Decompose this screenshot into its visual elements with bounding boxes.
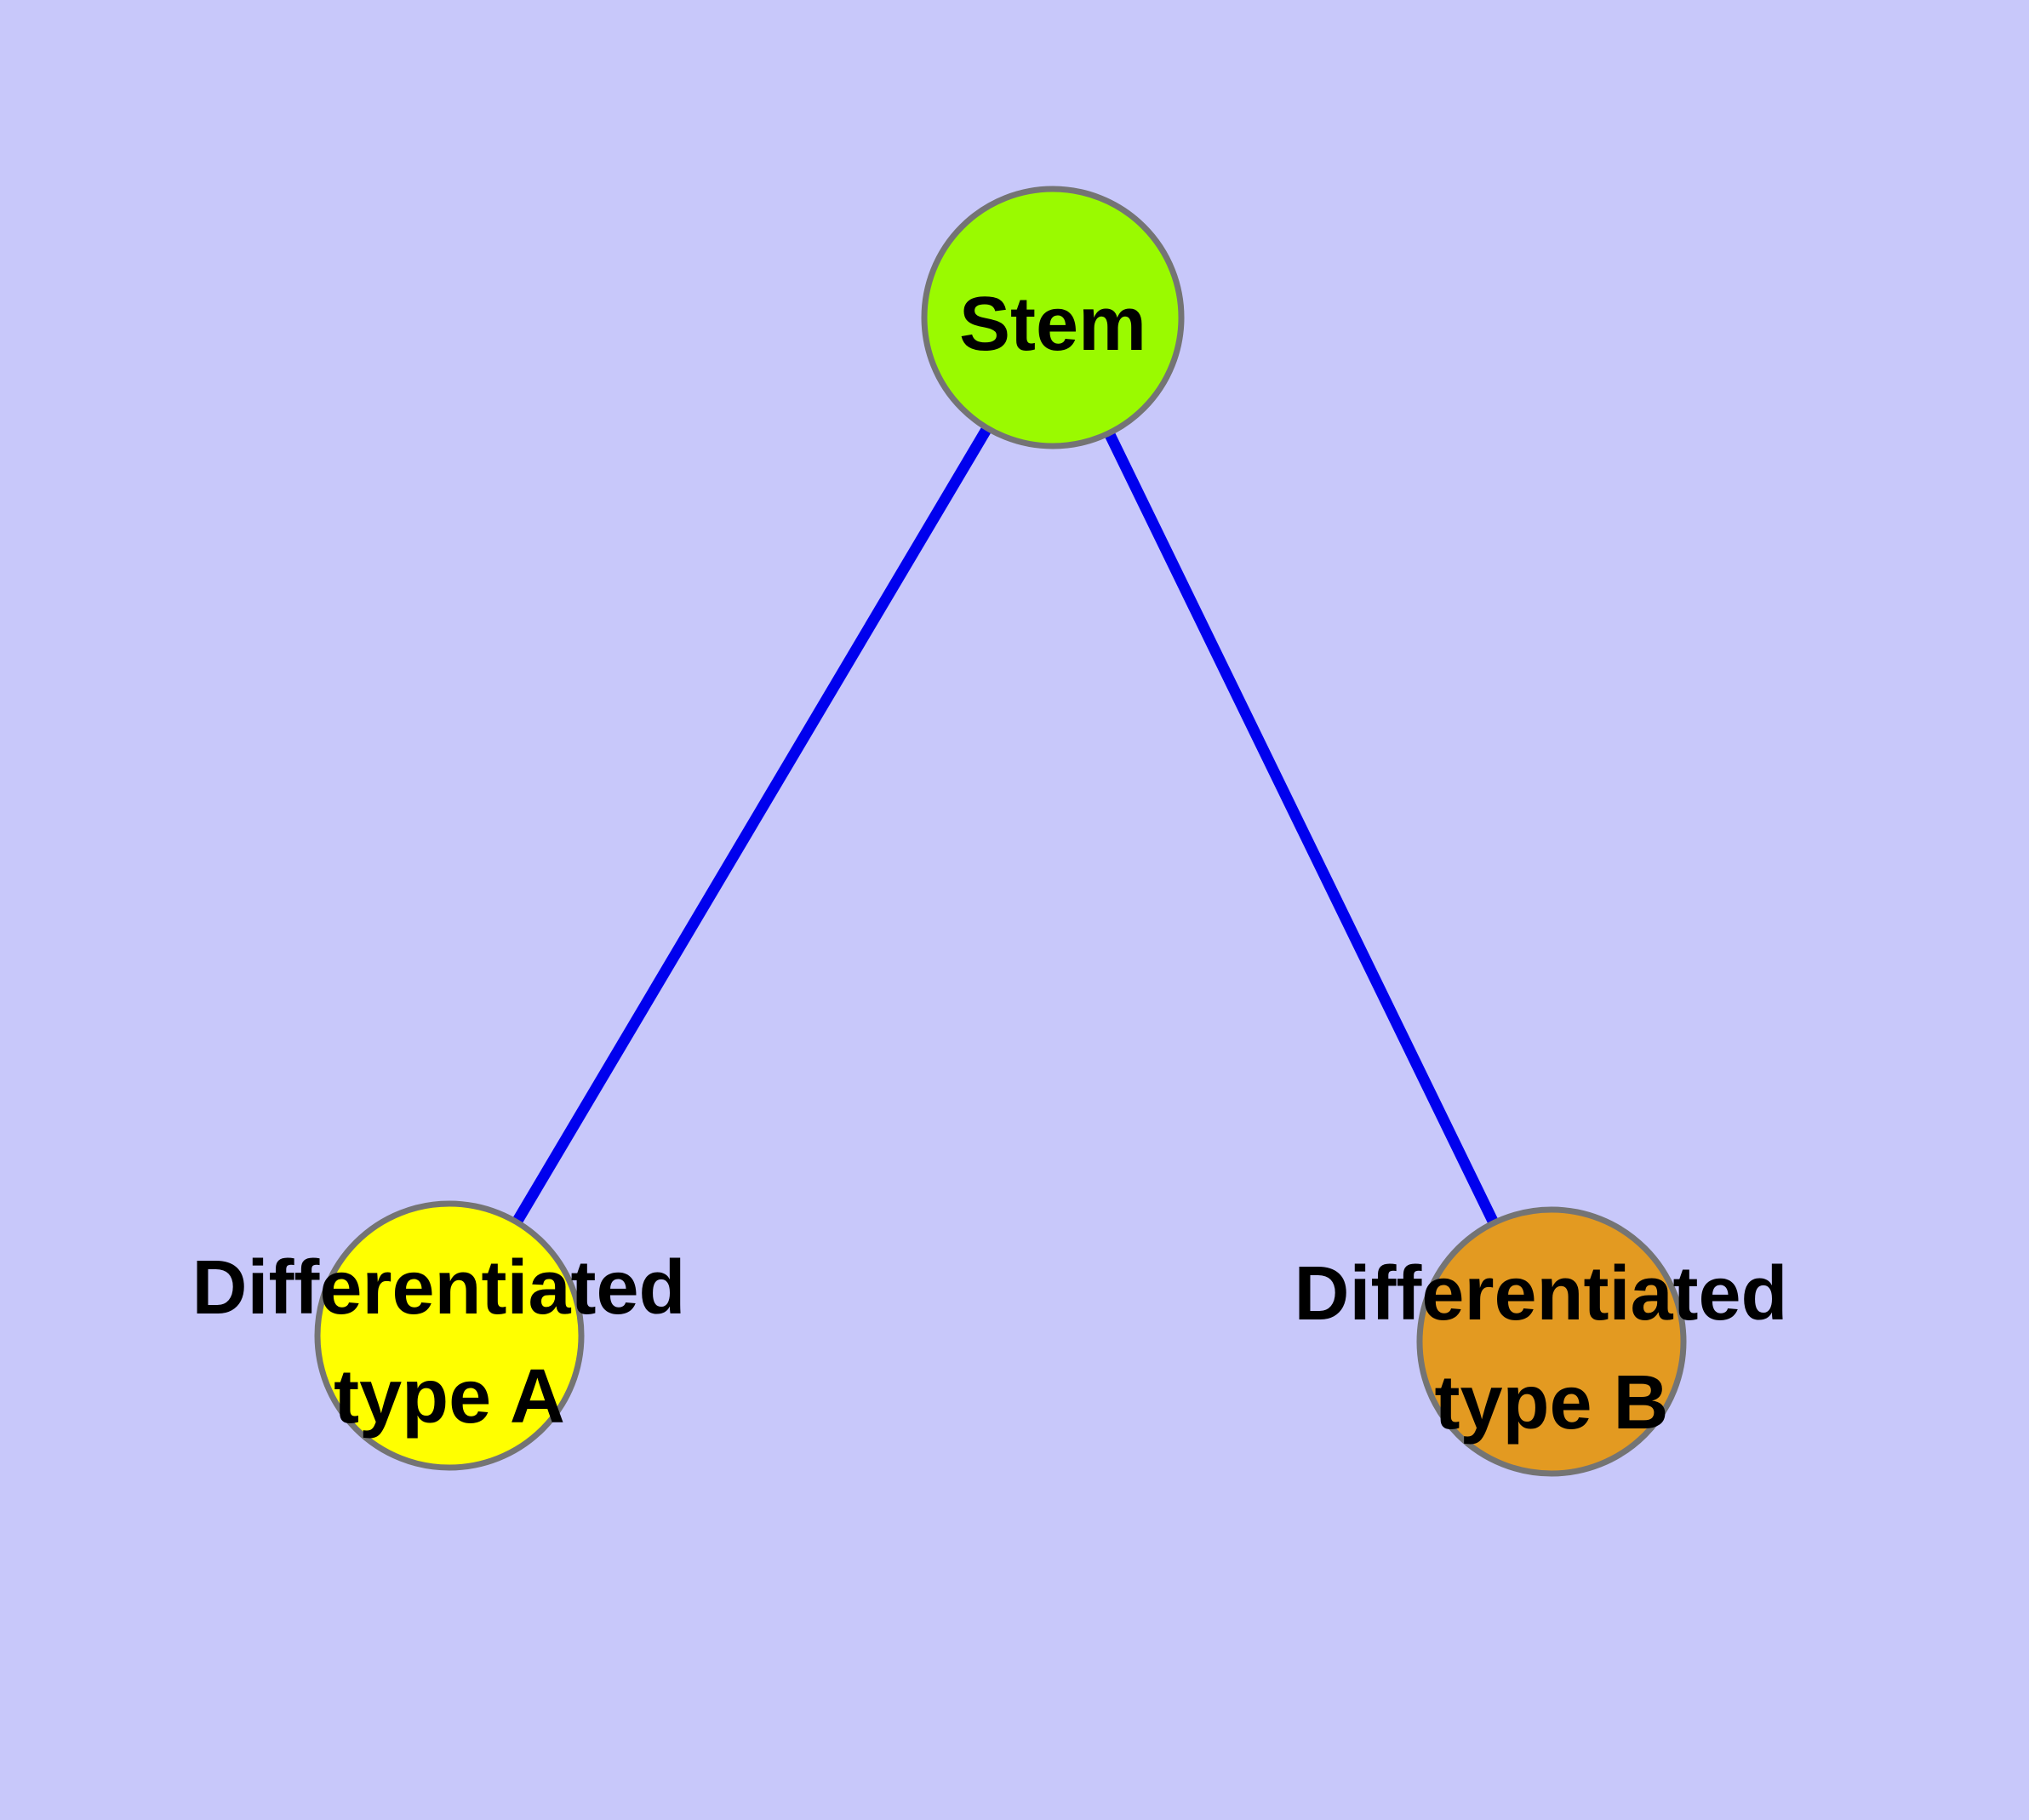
node-stem-label: Stem <box>959 282 1146 367</box>
node-differentiated-type-a-label: Differentiated type A <box>191 1220 706 1439</box>
node-differentiated-type-a-circle <box>314 1200 585 1471</box>
edge-stem-to-type-a <box>444 314 1058 1339</box>
node-differentiated-type-a-label-line2: type A <box>334 1354 565 1439</box>
node-differentiated-type-b-label-line2: type B <box>1434 1360 1668 1445</box>
node-differentiated-type-b-label-line1: Differentiated <box>1294 1251 1787 1336</box>
node-differentiated-type-a: Differentiated type A <box>191 1200 706 1471</box>
node-stem-circle <box>921 186 1185 449</box>
node-stem: Stem <box>921 186 1185 449</box>
node-differentiated-type-b-label: Differentiated type B <box>1294 1226 1809 1445</box>
node-differentiated-type-a-label-line1: Differentiated <box>191 1245 685 1331</box>
node-stem-label-line: Stem <box>959 282 1146 367</box>
node-differentiated-type-b: Differentiated type B <box>1294 1206 1809 1477</box>
edge-stem-to-type-b <box>1048 315 1557 1344</box>
node-differentiated-type-b-circle <box>1416 1206 1687 1477</box>
